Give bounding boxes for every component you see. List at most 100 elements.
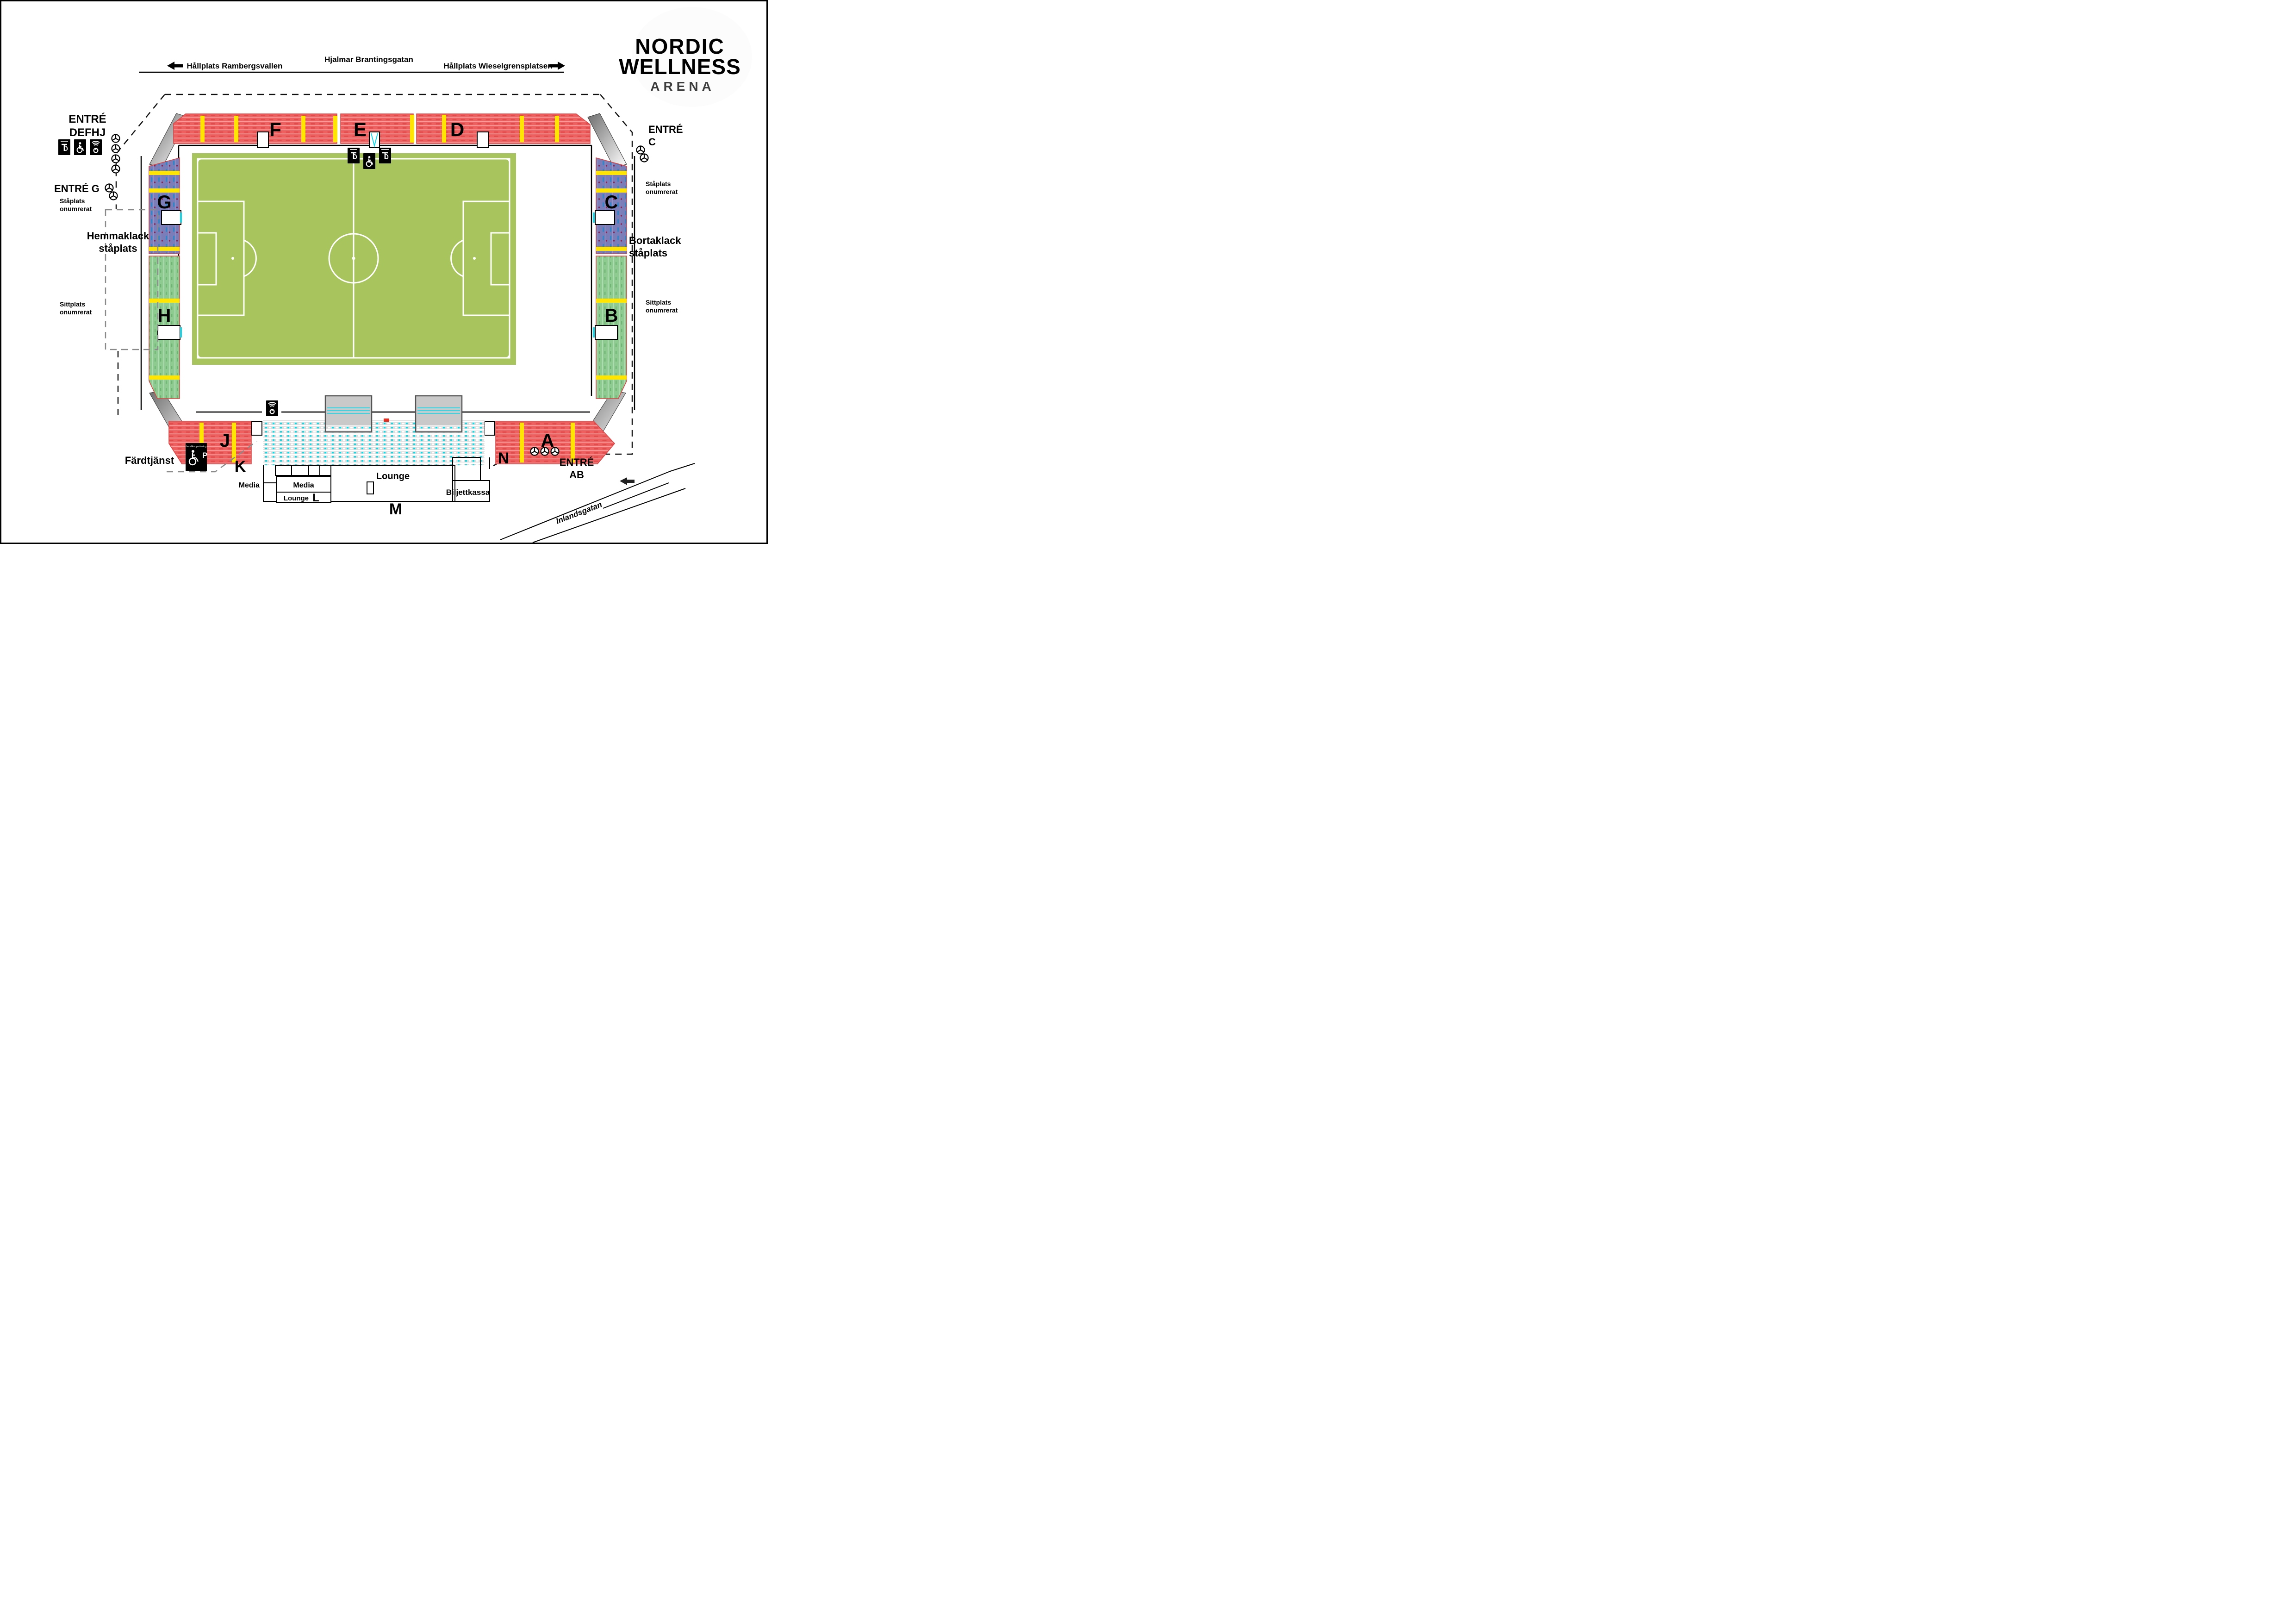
entre-defhj-line2: DEFHJ	[69, 126, 106, 139]
building-complex: Media Media Lounge Lounge L Biljettkassa…	[167, 440, 510, 518]
vomitory-j	[251, 421, 262, 436]
vomitory-b	[595, 325, 618, 340]
handicap-parking-icon: handikapparkering P	[186, 443, 207, 471]
turnstile-icon	[540, 447, 549, 456]
turnstile-icon	[111, 144, 120, 153]
section-n-label: N	[498, 450, 510, 467]
logo-word-nordic: NORDIC	[635, 34, 724, 58]
stop-left-label: Hållplats Rambergsvallen	[187, 62, 283, 70]
platform-right-lines	[417, 407, 460, 414]
section-g-block	[149, 157, 180, 254]
lounge-label: Lounge	[376, 471, 410, 481]
arena-logo: NORDIC WELLNESS ARENA	[619, 7, 752, 107]
section-g-label: G	[157, 192, 171, 212]
section-b-label: B	[605, 306, 618, 326]
fardtjanst-label: Färdtjänst	[125, 455, 174, 466]
n-corridor	[480, 457, 490, 481]
road-arrow-icon	[620, 477, 635, 485]
road-label: Inlandsgatan	[555, 500, 604, 525]
media-room-label: Media	[293, 481, 314, 489]
corner-arcs	[197, 158, 510, 359]
section-h-label: H	[158, 306, 171, 326]
entre-g-label: ENTRÉ G	[54, 183, 100, 194]
turnstile-icon	[111, 134, 120, 143]
entre-c-line1: ENTRÉ	[648, 124, 683, 135]
top-aisles	[200, 115, 559, 143]
vomitory-b-mark	[593, 327, 595, 337]
stand-right: C B	[593, 157, 627, 399]
vomitory-c-mark	[593, 212, 595, 223]
pitch	[192, 153, 516, 365]
logo-word-wellness: WELLNESS	[619, 55, 741, 79]
road-inlandsgatan: Inlandsgatan	[500, 463, 695, 543]
arrow-left-icon	[167, 62, 183, 70]
logo-background	[632, 7, 752, 107]
home-end-zone	[105, 209, 159, 350]
home-end-line2: ståplats	[99, 243, 137, 254]
lounge-l-label: Lounge	[284, 494, 309, 502]
street-name-label: Hjalmar Brantingsgatan	[324, 55, 413, 64]
building-protrusion	[263, 482, 277, 502]
corner-top-right	[587, 113, 627, 168]
g-standing-line1: Ståplats	[60, 197, 85, 205]
penalty-arc-left	[243, 239, 257, 277]
pitch-center-circle	[328, 233, 379, 284]
media-outside-label: Media	[239, 481, 260, 489]
left-aisles	[149, 171, 180, 380]
hearing-loop-icon	[347, 147, 361, 164]
vomitory-h	[157, 325, 180, 340]
vomitory-g	[161, 210, 181, 225]
vomitory-h-mark	[180, 327, 182, 337]
arrow-right-icon	[549, 62, 565, 70]
home-end-line1: Hemmaklack	[87, 230, 149, 242]
box-office-room	[452, 480, 490, 502]
bottom-aisles	[199, 423, 575, 462]
turnstile-icon	[111, 164, 120, 174]
outer-side-walls	[140, 156, 635, 410]
k-dashed-path	[167, 440, 257, 473]
penalty-arc-right	[450, 239, 464, 277]
stand-left: G H	[149, 157, 182, 399]
stand-bottom: J A	[168, 395, 616, 465]
section-m-label: M	[389, 500, 402, 518]
vomitory-d	[477, 131, 489, 148]
perimeter-right	[493, 94, 633, 467]
rooms-top	[275, 465, 331, 476]
right-aisles	[596, 171, 627, 380]
seat-left-line2: onumrerat	[60, 308, 92, 316]
wheelchair-icon	[362, 152, 376, 170]
away-end-line1: Bortaklack	[629, 235, 681, 246]
platform-left-seats	[326, 425, 371, 431]
audio-description-icon	[89, 138, 103, 156]
penalty-spot-left	[231, 257, 234, 260]
parking-p-glyph: P	[202, 451, 207, 460]
arena-map: Hållplats Rambergsvallen Hjalmar Brantin…	[0, 0, 768, 544]
entre-ab-line2: AB	[569, 469, 584, 481]
section-k-label: K	[235, 458, 246, 475]
wheelchair-icon	[73, 138, 87, 156]
goal-area-right	[490, 232, 510, 286]
seat-right-line2: onumrerat	[646, 306, 678, 314]
section-l-label: L	[312, 492, 319, 504]
lounge-hall	[330, 465, 455, 502]
turnstile-icon	[636, 145, 645, 155]
turnstile-icon	[640, 153, 649, 162]
section-e-label: E	[354, 119, 367, 140]
section-d-label: D	[450, 119, 464, 140]
pitch-center-spot	[352, 256, 355, 260]
seat-right-line1: Sittplats	[646, 299, 671, 306]
turnstile-icon	[105, 183, 114, 193]
section-j-label: J	[220, 431, 230, 451]
red-marker	[384, 418, 389, 422]
c-standing-line2: onumrerat	[646, 188, 678, 195]
rooms-top-dividers	[291, 465, 320, 475]
turnstile-icon	[550, 447, 560, 456]
vomitory-c	[595, 210, 615, 225]
turnstile-icon	[111, 154, 120, 163]
handicap-parking-caption: handikapparkering	[186, 445, 206, 448]
vomitory-f	[257, 131, 269, 148]
penalty-spot-right	[473, 257, 476, 260]
g-standing-line2: onumrerat	[60, 205, 92, 212]
perimeter-left	[115, 94, 165, 209]
camera-platforms	[324, 395, 463, 433]
